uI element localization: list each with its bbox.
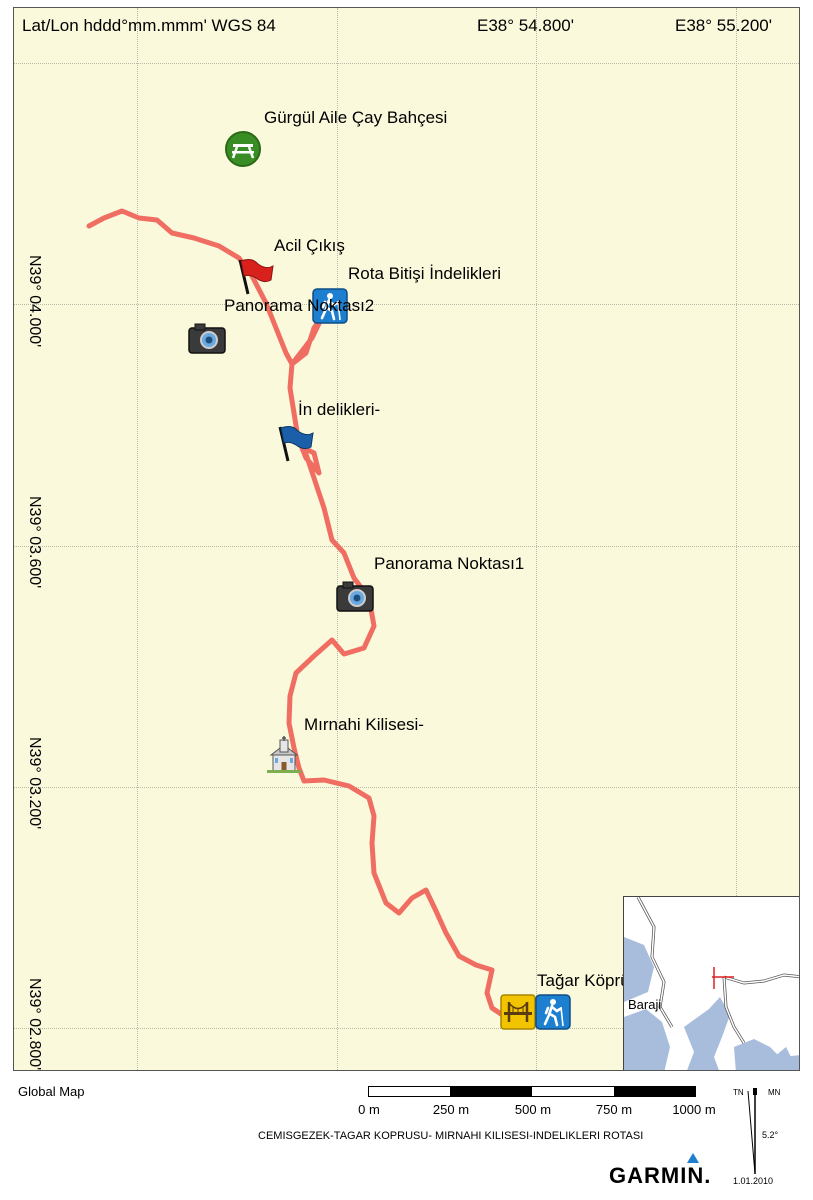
bridge-icon[interactable] bbox=[500, 994, 536, 1030]
grid-line bbox=[14, 1028, 799, 1029]
camera-icon[interactable] bbox=[188, 322, 226, 354]
grid-line bbox=[14, 304, 799, 305]
camera-icon[interactable] bbox=[336, 580, 374, 612]
hiker-icon[interactable] bbox=[535, 994, 571, 1030]
grid-line bbox=[14, 546, 799, 547]
scale-tick-label: 500 m bbox=[514, 1102, 552, 1117]
garmin-triangle-icon bbox=[687, 1153, 699, 1163]
waypoint-label-bridge: Tağar Köprüsü bbox=[537, 971, 648, 990]
north-arrow-icon bbox=[747, 1088, 757, 1175]
coord-format-label: Lat/Lon hddd°mm.mmm' WGS 84 bbox=[22, 16, 276, 35]
map-source-label: Global Map bbox=[18, 1084, 85, 1099]
grid-line bbox=[14, 63, 799, 64]
hiker-icon[interactable] bbox=[312, 288, 348, 324]
scale-tick-label: 0 m bbox=[358, 1102, 380, 1117]
scale-bar bbox=[368, 1086, 696, 1097]
lon-label: E38° 55.200' bbox=[675, 16, 773, 35]
declination-label: 5.2° bbox=[762, 1130, 779, 1140]
magnetic-north-label: MN bbox=[768, 1088, 781, 1097]
blue-flag-icon[interactable] bbox=[274, 423, 316, 463]
red-flag-icon[interactable] bbox=[234, 256, 276, 296]
grid-line bbox=[137, 8, 138, 1070]
scale-tick-label: 1000 m bbox=[672, 1102, 716, 1117]
grid-line bbox=[536, 8, 537, 1070]
picnic-icon[interactable] bbox=[224, 130, 262, 168]
true-north-label: TN bbox=[733, 1088, 744, 1097]
date-label: 1.01.2010 bbox=[733, 1176, 774, 1186]
inset-label: Baraji bbox=[628, 997, 662, 1012]
waypoint-label-exit: Acil Çıkış bbox=[274, 236, 345, 255]
waypoint-label-panorama2: Panorama Noktası2 bbox=[224, 296, 375, 315]
waypoint-label-picnic: Gürgül Aile Çay Bahçesi bbox=[264, 108, 448, 127]
map-canvas[interactable]: Lat/Lon hddd°mm.mmm' WGS 84 E38° 54.800'… bbox=[13, 7, 800, 1071]
scale-tick-label: 750 m bbox=[595, 1102, 633, 1117]
church-icon[interactable] bbox=[265, 736, 303, 774]
lon-label: E38° 54.800' bbox=[477, 16, 575, 35]
waypoint-label-panorama1: Panorama Noktası1 bbox=[374, 554, 525, 573]
grid-line bbox=[14, 787, 799, 788]
route-title: CEMISGEZEK-TAGAR KOPRUSU- MIRNAHI KILISE… bbox=[258, 1130, 644, 1142]
waypoint-label-route-end: Rota Bitişi İndelikleri bbox=[348, 264, 502, 283]
waypoint-label-church: Mırnahi Kilisesi- bbox=[304, 715, 424, 734]
grid-line bbox=[337, 8, 338, 1070]
scale-tick-label: 250 m bbox=[432, 1102, 470, 1117]
overview-inset-map[interactable]: Baraji bbox=[623, 896, 799, 1070]
grid-line bbox=[736, 8, 737, 1070]
garmin-logo: GARMIN. bbox=[609, 1163, 712, 1188]
waypoint-label-in-delikleri: İn delikleri- bbox=[298, 400, 381, 419]
inset-terrain bbox=[624, 897, 799, 1070]
route-track bbox=[86, 208, 539, 1021]
